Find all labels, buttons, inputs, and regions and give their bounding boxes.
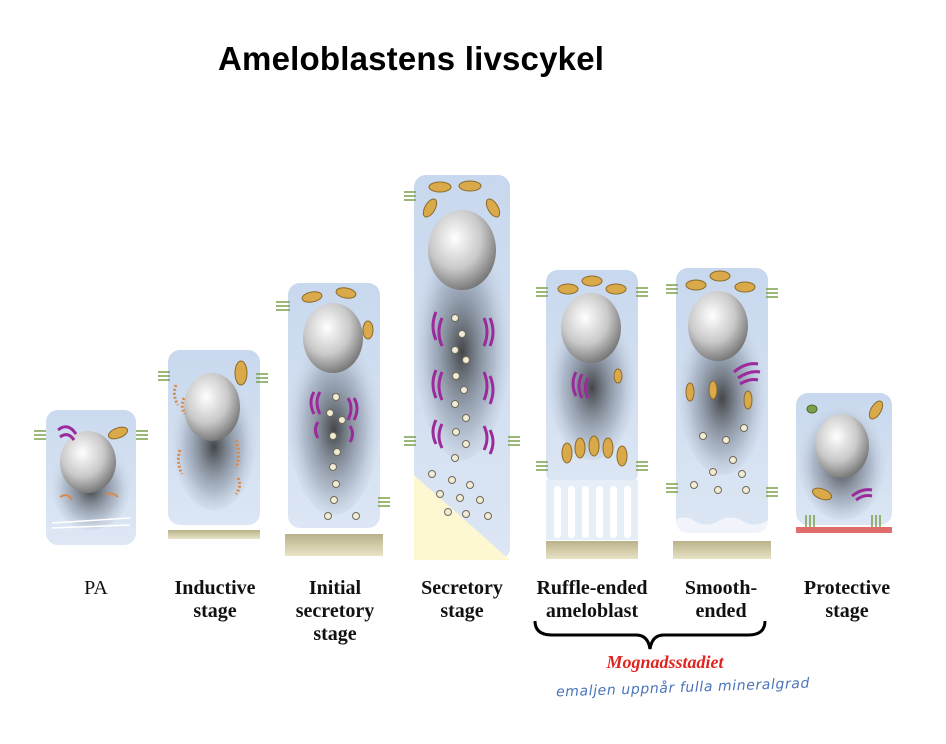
nucleus xyxy=(561,293,621,363)
cell-inductive xyxy=(158,350,268,539)
nucleus xyxy=(303,303,363,373)
cell-ruffle-ended xyxy=(536,270,648,559)
page-title: Ameloblastens livscykel xyxy=(218,40,605,77)
golgi xyxy=(57,425,78,441)
stage-label-smooth-ended: Smooth-ended xyxy=(684,577,758,622)
cell-initial-secretory xyxy=(276,283,390,556)
enamel-layer xyxy=(546,541,638,559)
stage-label-pa: PA xyxy=(84,577,108,599)
nucleus xyxy=(184,373,240,441)
enamel-layer xyxy=(673,541,771,559)
nucleus xyxy=(688,291,748,361)
cell-smooth-ended xyxy=(666,268,778,559)
cell-secretory xyxy=(404,175,520,560)
mitochondrion xyxy=(107,426,129,440)
group-label-maturation: Mognadsstadiet xyxy=(606,652,724,672)
cell-pa xyxy=(34,410,148,545)
nucleus xyxy=(428,210,496,290)
enamel-layer xyxy=(285,534,383,556)
nucleus xyxy=(60,431,116,493)
nucleus xyxy=(815,414,869,478)
mitochondrion xyxy=(234,360,248,386)
cell-protective xyxy=(796,393,892,533)
protective-layer xyxy=(796,527,892,533)
enamel-layer xyxy=(168,530,260,539)
maturation-brace xyxy=(533,620,767,650)
